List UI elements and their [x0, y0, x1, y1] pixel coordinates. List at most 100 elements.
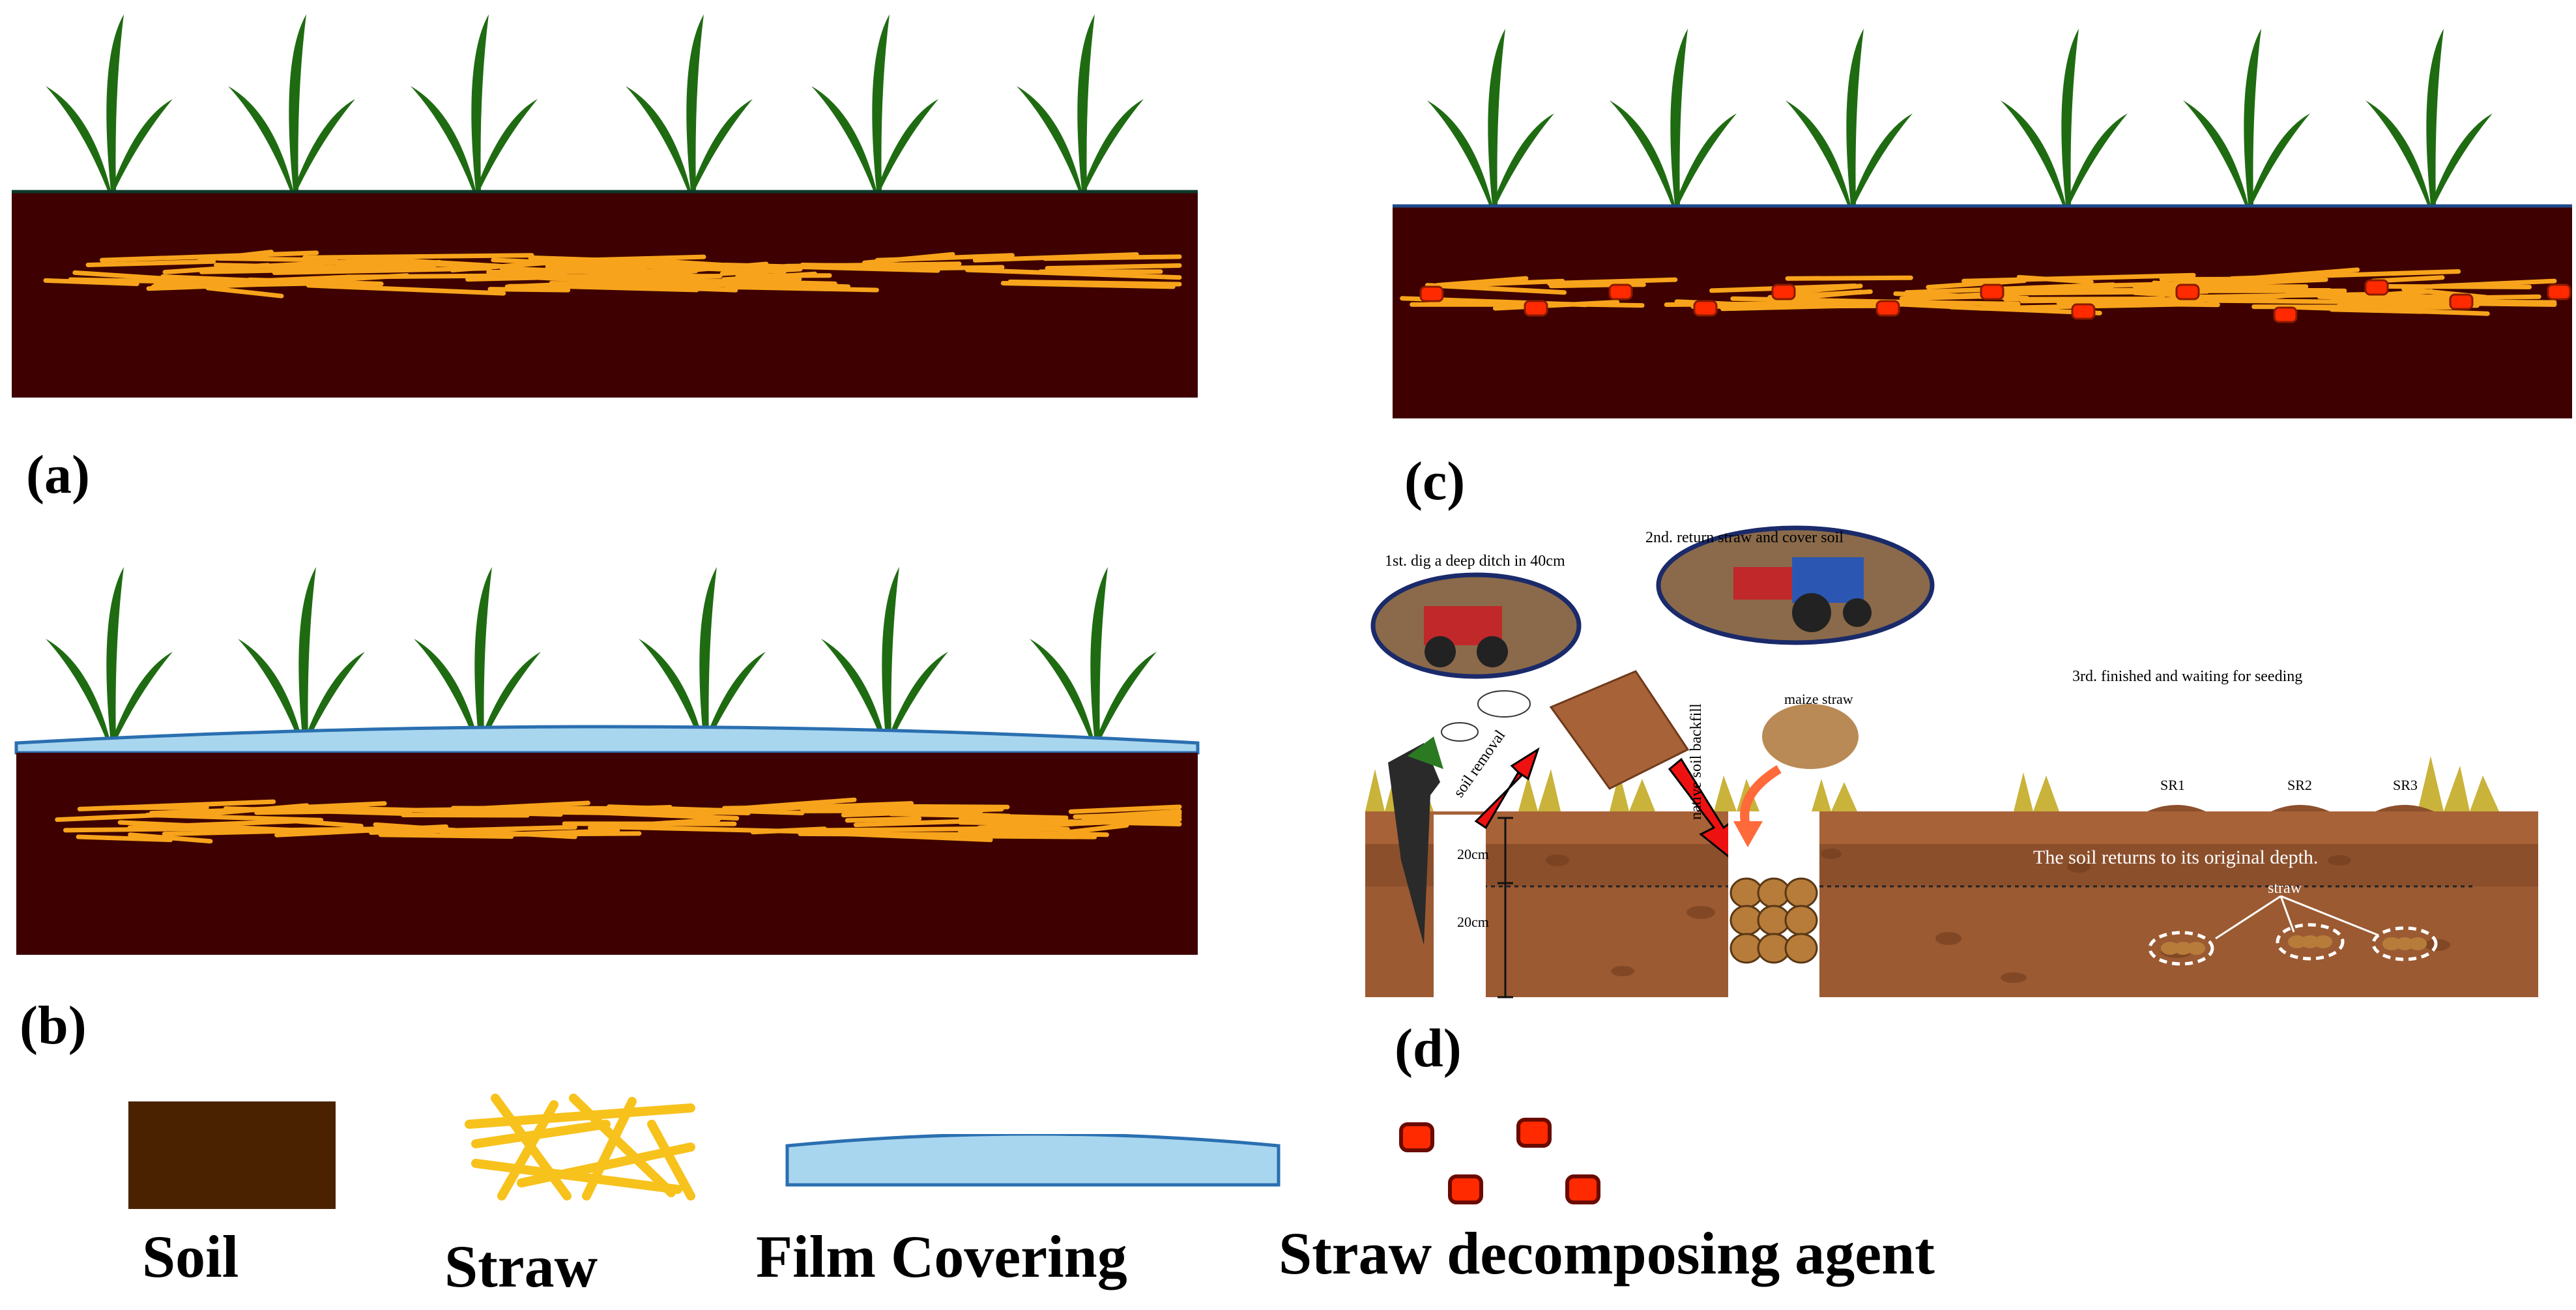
straw-label: straw	[2268, 880, 2302, 897]
straw-strand	[43, 278, 139, 286]
sr-straw-groups	[2148, 895, 2438, 966]
straw-strand	[972, 252, 1139, 263]
plough	[1388, 743, 1440, 945]
straw-strand	[875, 253, 1015, 263]
decomposing-agent-dots	[1419, 279, 2571, 323]
straw-strand	[721, 271, 818, 282]
straw-strand	[803, 807, 1011, 819]
straw-strand	[1000, 281, 1176, 289]
panel-c	[1393, 29, 2572, 418]
straw-layer	[43, 250, 1182, 298]
straw-strand	[1997, 285, 2102, 294]
legend-straw-label: Straw	[444, 1233, 598, 1300]
straw-strand	[369, 824, 577, 836]
straw-strand	[401, 813, 530, 818]
straw-strand	[977, 817, 1182, 830]
straw-strand	[590, 261, 708, 271]
straw-strand	[2374, 284, 2532, 289]
sr3-label: SR3	[2393, 777, 2418, 793]
soil-removal-arrow	[1474, 747, 1540, 830]
straw-strand	[964, 267, 1182, 280]
plant-icon	[2183, 29, 2310, 205]
plant-icon	[238, 567, 365, 743]
straw-strand	[845, 816, 922, 823]
straw-strand	[714, 280, 851, 289]
straw-strand	[853, 818, 985, 828]
straw-strand	[85, 259, 216, 268]
plant-icon	[1030, 567, 1157, 743]
straw-strand	[554, 808, 740, 821]
straw-strand	[1981, 289, 2210, 296]
agent-dot	[1693, 300, 1718, 317]
legend-soil-label: Soil	[142, 1223, 239, 1290]
straw-strand	[800, 262, 953, 270]
panel-label-c: (c)	[1404, 451, 1466, 512]
straw-strand	[1045, 263, 1182, 271]
plant-icon	[1427, 29, 1554, 205]
agent-dot	[2449, 293, 2474, 310]
straw-strand	[554, 284, 699, 293]
agent-dot	[1419, 285, 1444, 302]
legend-straw-swatch	[465, 1094, 695, 1201]
panel-a	[12, 14, 1198, 398]
straw-strand	[2108, 279, 2266, 288]
straw-strand	[2206, 298, 2402, 305]
straw-strand	[805, 803, 1010, 809]
panel-label-a: (a)	[26, 444, 90, 505]
straw-strand	[285, 818, 364, 829]
panel-label-d: (d)	[1395, 1018, 1462, 1079]
straw-strand	[205, 285, 284, 298]
straw-strand	[1068, 804, 1182, 814]
straw-strand	[588, 817, 721, 830]
film-covering	[14, 725, 1200, 755]
plant-icon	[46, 567, 173, 743]
legend-soil-swatch	[128, 1101, 336, 1209]
straw-bundle	[1729, 877, 1818, 964]
straw-strand	[607, 804, 805, 815]
straw-strand	[487, 287, 571, 293]
straw-strand	[77, 799, 276, 811]
straw-strand	[958, 829, 1109, 837]
agent-dot	[1608, 284, 1633, 300]
plant-icon	[821, 567, 948, 743]
straw-strand	[2294, 305, 2490, 316]
straw-strand	[2003, 296, 2166, 302]
straw-strand	[1435, 276, 1529, 288]
straw-strand	[450, 259, 558, 273]
maize-straw-photo	[1762, 704, 1859, 769]
sr2-label: SR2	[2287, 777, 2312, 793]
plant-icon	[2366, 29, 2493, 205]
plants-row	[46, 14, 1144, 190]
agent-dot	[1875, 300, 1900, 317]
straw-strand	[254, 807, 471, 815]
step2-label: 2nd. return straw and cover soil	[1645, 529, 1844, 546]
straw-strand	[1546, 277, 1678, 286]
straw-strand	[343, 272, 568, 280]
straw-strand	[76, 834, 173, 843]
depth-lower-label: 20cm	[1457, 914, 1489, 930]
depth-upper-label: 20cm	[1457, 846, 1489, 862]
plant-icon	[414, 567, 541, 743]
maize-straw-label: maize straw	[1784, 691, 1853, 707]
straw-strand	[1492, 299, 1620, 311]
plant-icon	[626, 14, 753, 190]
straw-strand	[214, 263, 396, 272]
legend-agent-swatch	[1399, 1118, 1600, 1204]
agent-dot	[2273, 306, 2298, 323]
agent-dot	[2364, 279, 2389, 296]
straw-strand	[801, 830, 993, 843]
plant-icon	[411, 14, 538, 190]
plant-icon	[1610, 29, 1737, 205]
trench-1	[1434, 815, 1486, 997]
plant-icon	[639, 567, 766, 743]
straw-strand	[2229, 269, 2461, 281]
sr1-label: SR1	[2160, 777, 2185, 793]
soil-layer	[12, 190, 1198, 398]
straw-strand	[162, 826, 395, 837]
agent-dot	[1771, 284, 1796, 300]
straw-strand	[2056, 300, 2220, 308]
straw-strand	[489, 828, 620, 837]
straw-strand	[725, 284, 879, 293]
straw-strand	[302, 253, 534, 260]
